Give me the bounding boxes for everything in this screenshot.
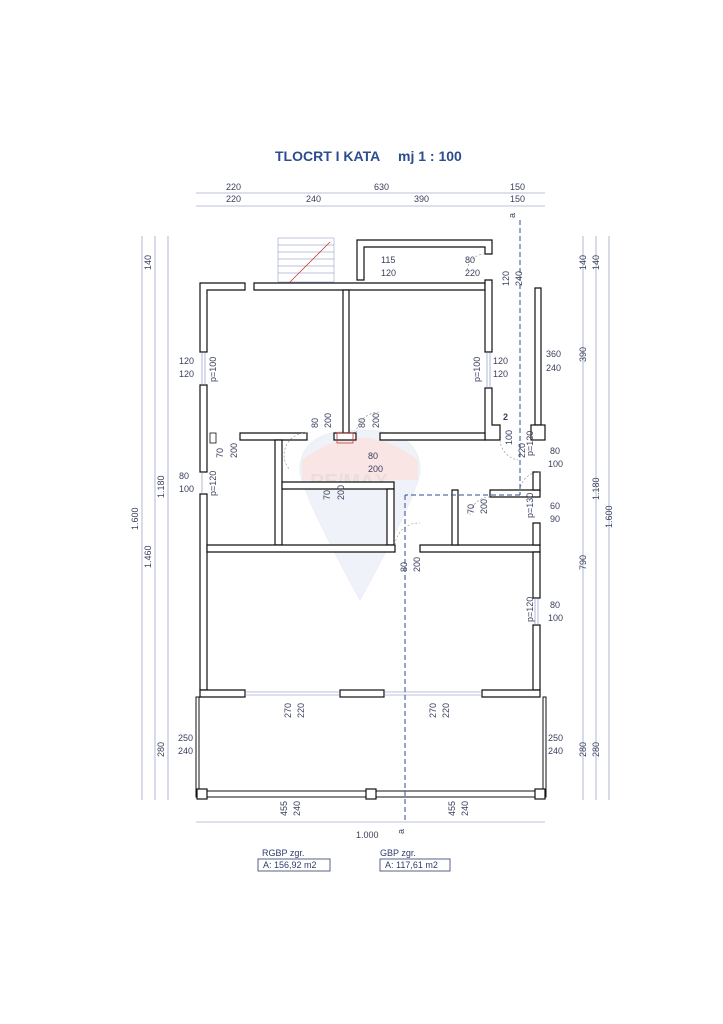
dim-right-7: 280 [578, 742, 588, 757]
opening-5c: 120 [493, 369, 508, 379]
opening-9a: 70 [215, 448, 225, 458]
area-gbp-label: GBP zgr. [380, 848, 416, 858]
opening-11b: 200 [336, 485, 346, 500]
dim-left-4: 1.460 [143, 545, 153, 568]
dim-top-1: 220 [226, 182, 241, 192]
dim-right-3: 390 [578, 347, 588, 362]
dimensions-left: 140 1.180 1.600 1.460 280 [130, 236, 169, 800]
dimensions-right: 140 140 390 1.180 1.600 790 280 280 [578, 236, 614, 800]
dim-left-5: 280 [156, 742, 166, 757]
dim-bottom-total: 1.000 [356, 830, 379, 840]
opening-19a: 270 [283, 703, 293, 718]
remax-watermark-logo: RE/MAX [299, 429, 421, 602]
dim-top-6: 390 [414, 194, 429, 204]
area-rgbp-label: RGBP zgr. [262, 848, 304, 858]
dimensions-top: 220 630 150 220 240 390 150 [196, 182, 545, 207]
opening-8b: 200 [371, 413, 381, 428]
opening-6a: 360 [546, 349, 561, 359]
opening-11a: 70 [322, 490, 332, 500]
dim-top-7: 150 [510, 194, 525, 204]
dim-top-5: 240 [306, 194, 321, 204]
opening-15b: 200 [479, 499, 489, 514]
opening-13b: 100 [179, 484, 194, 494]
opening-16a: p=130 [525, 493, 535, 518]
dim-top-2: 630 [374, 182, 389, 192]
opening-20b: 220 [441, 703, 451, 718]
dim-right-6: 790 [578, 555, 588, 570]
opening-12c: p=120 [525, 431, 535, 456]
dim-left-3: 1.600 [130, 507, 140, 530]
opening-15a: 70 [466, 504, 476, 514]
dim-bottom-3: 455 [447, 801, 457, 816]
area-gbp-value: A: 117,61 m2 [385, 860, 438, 870]
opening-14c: p=120 [208, 471, 218, 496]
opening-13a: 80 [179, 471, 189, 481]
opening-7b: 200 [323, 413, 333, 428]
area-rgbp-value: A: 156,92 m2 [263, 860, 317, 870]
opening-21b: 240 [178, 746, 193, 756]
opening-14a: 80 [550, 446, 560, 456]
opening-2b: 220 [465, 268, 480, 278]
door-swings [209, 253, 541, 546]
opening-4c: p=100 [208, 357, 218, 382]
opening-5a: p=100 [472, 357, 482, 382]
dim-bottom-4: 240 [460, 801, 470, 816]
plan-scale: mj 1 : 100 [398, 148, 462, 164]
opening-17a: 80 [399, 562, 409, 572]
dim-right-1: 140 [578, 255, 588, 270]
opening-8a: 80 [357, 418, 367, 428]
dim-left-2: 1.180 [156, 475, 166, 498]
opening-1b: 120 [381, 268, 396, 278]
opening-6b: 240 [546, 363, 561, 373]
dim-right-5: 1.600 [604, 505, 614, 528]
opening-3b: 240 [514, 271, 524, 286]
windows [201, 352, 539, 696]
opening-16c: 90 [550, 514, 560, 524]
dim-top-4: 220 [226, 194, 241, 204]
opening-22b: 240 [548, 746, 563, 756]
opening-4a: 120 [179, 356, 194, 366]
dim-right-2: 140 [591, 255, 601, 270]
dim-bottom-1: 455 [279, 801, 289, 816]
opening-10b: 200 [368, 464, 383, 474]
opening-17b: 200 [412, 557, 422, 572]
section-line: a a 2 [396, 213, 521, 834]
opening-18a: p=120 [525, 597, 535, 622]
dimensions-bottom: 455 240 455 240 1.000 [196, 801, 545, 840]
opening-10a: 80 [368, 451, 378, 461]
opening-5b: 120 [493, 356, 508, 366]
opening-18c: 100 [548, 613, 563, 623]
dim-right-4: 1.180 [591, 477, 601, 500]
stair-mark: 2 [503, 412, 508, 422]
opening-18b: 80 [550, 600, 560, 610]
area-summary: RGBP zgr. A: 156,92 m2 GBP zgr. A: 117,6… [257, 848, 451, 872]
section-mark-bottom: a [396, 829, 406, 834]
staircase [277, 237, 335, 283]
opening-16b: 60 [550, 501, 560, 511]
opening-3a: 120 [501, 271, 511, 286]
opening-1a: 115 [381, 255, 395, 265]
opening-2a: 80 [465, 255, 475, 265]
opening-20a: 270 [428, 703, 438, 718]
walls [195, 239, 547, 800]
dim-right-8: 280 [591, 742, 601, 757]
opening-12a: 100 [504, 430, 514, 445]
opening-labels: 115 120 80 220 120 240 120 120 p=100 p=1… [178, 255, 563, 756]
opening-9b: 200 [229, 443, 239, 458]
plan-title: TLOCRT I KATA [275, 148, 380, 164]
opening-22a: 250 [548, 733, 563, 743]
opening-7a: 80 [310, 418, 320, 428]
section-mark-top: a [507, 213, 517, 218]
opening-14b: 100 [548, 459, 563, 469]
dim-bottom-2: 240 [292, 801, 302, 816]
opening-21a: 250 [178, 733, 193, 743]
opening-4b: 120 [179, 369, 194, 379]
dim-top-3: 150 [510, 182, 525, 192]
dim-left-1: 140 [143, 255, 153, 270]
opening-12b: 220 [517, 443, 527, 458]
opening-19b: 220 [296, 703, 306, 718]
